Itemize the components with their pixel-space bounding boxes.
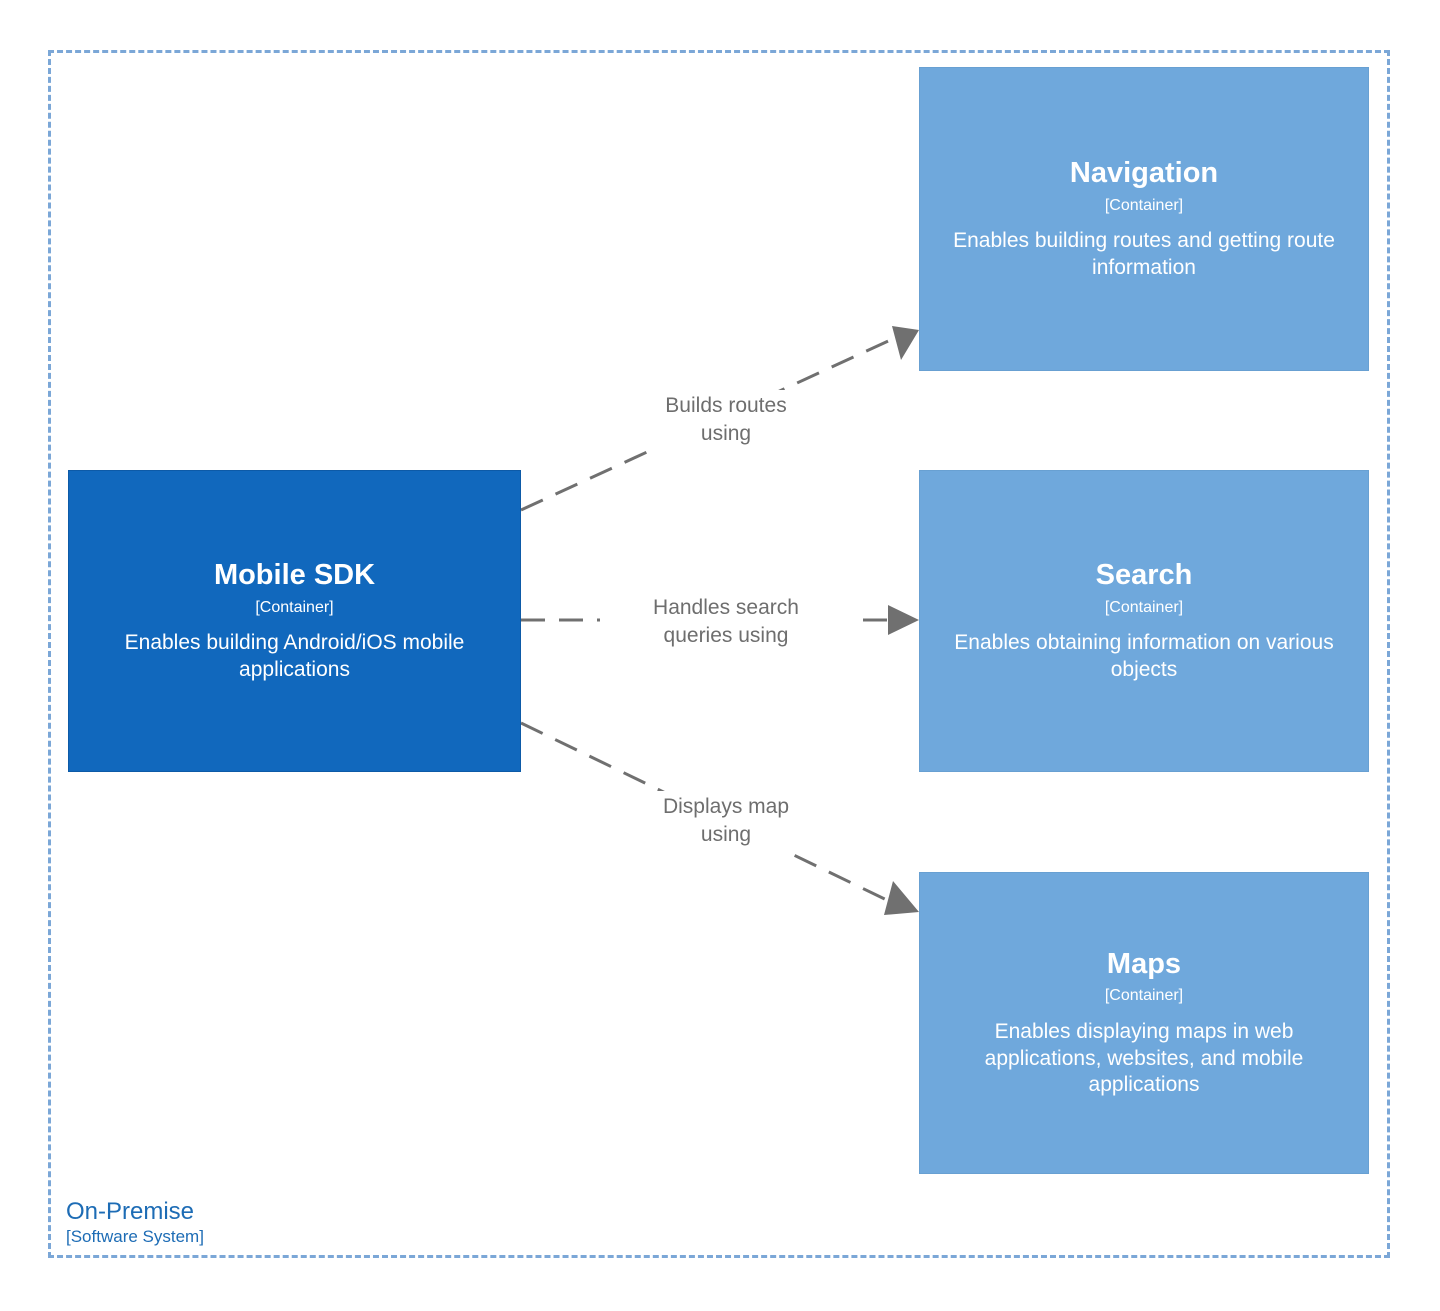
container-node-mobile-sdk[interactable]: Mobile SDK [Container] Enables building … (68, 470, 521, 772)
edge-label-handles-search-queries-using: Handles search queries using (600, 592, 852, 653)
node-title: Search (1095, 559, 1193, 592)
boundary-name: On-Premise (66, 1198, 195, 1225)
container-node-maps[interactable]: Maps [Container] Enables displaying maps… (919, 872, 1369, 1174)
node-type-label: [Container] (1104, 598, 1184, 616)
node-description: Enables obtaining information on various… (954, 631, 1334, 681)
node-description: Enables building Android/iOS mobile appl… (124, 631, 465, 681)
software-system-boundary (48, 50, 1390, 1258)
node-title: Maps (1106, 947, 1182, 980)
edge-label-builds-routes-using: Builds routes using (600, 390, 852, 451)
container-node-navigation[interactable]: Navigation [Container] Enables building … (919, 67, 1369, 371)
node-title: Mobile SDK (213, 559, 376, 592)
node-title: Navigation (1069, 157, 1219, 190)
node-type-label: [Container] (255, 598, 334, 616)
node-description: Enables building routes and getting rout… (953, 229, 1335, 279)
node-type-label: [Container] (1104, 987, 1184, 1005)
edge-label-displays-map-using: Displays map using (600, 791, 852, 852)
boundary-label: On-Premise [Software System] (66, 1198, 204, 1247)
boundary-type-label: [Software System] (66, 1227, 204, 1247)
node-description: Enables displaying maps in web applicati… (984, 1019, 1304, 1097)
container-node-search[interactable]: Search [Container] Enables obtaining inf… (919, 470, 1369, 772)
node-type-label: [Container] (1104, 196, 1184, 214)
